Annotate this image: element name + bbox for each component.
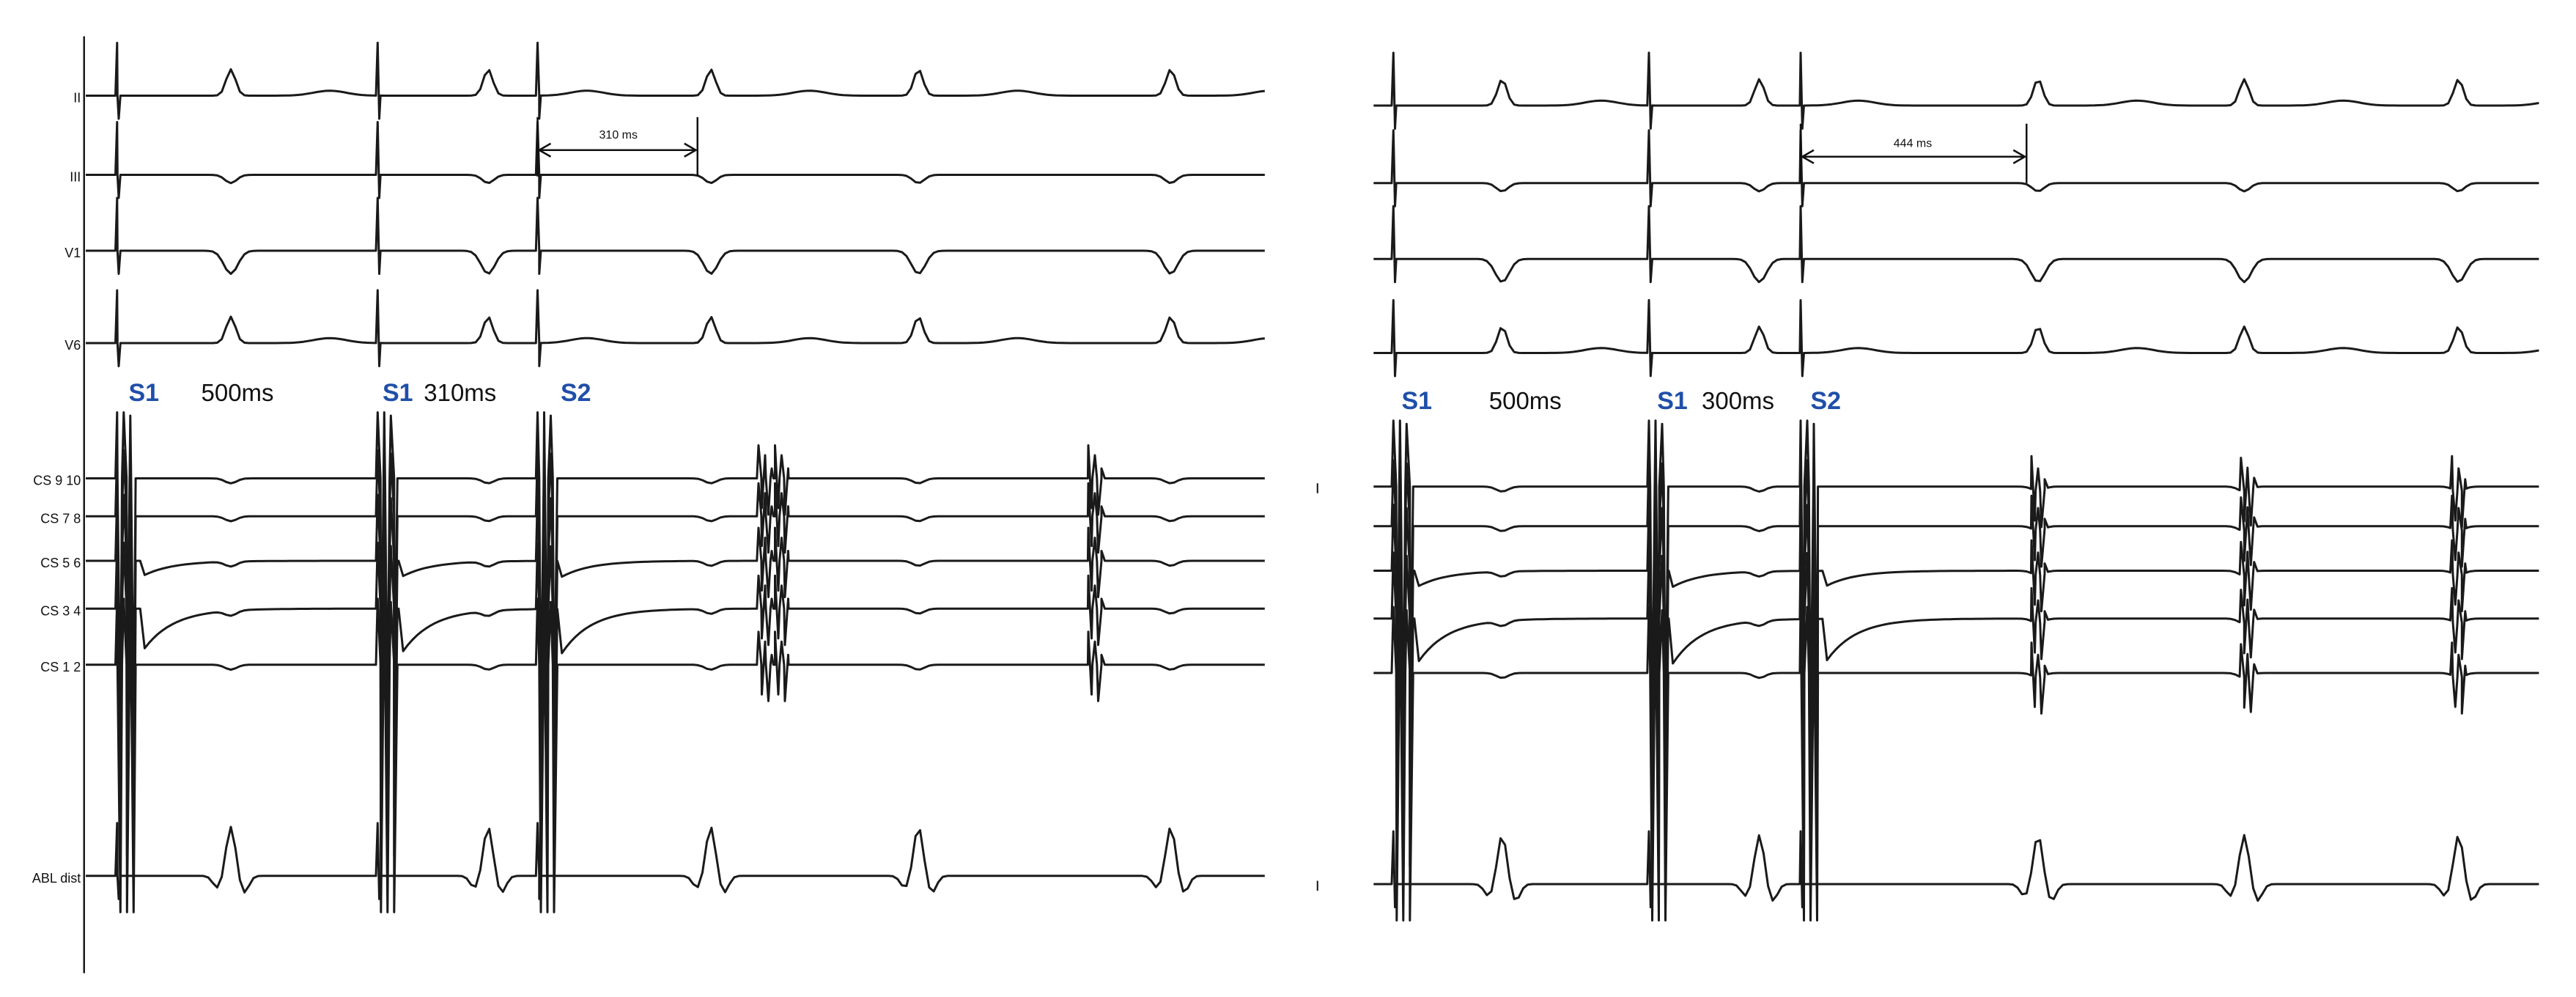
- lead-label-iii: III: [70, 170, 81, 185]
- trace-v1: [1373, 205, 2539, 284]
- trace-cs910: [1373, 419, 2539, 735]
- lead-label-v6: V6: [64, 338, 81, 353]
- stimulus-label-s1-2: S1: [1657, 387, 1688, 415]
- trace-cs-5-6: [86, 493, 1265, 810]
- trace-cs34: [1373, 551, 2539, 868]
- trace-iii: [1373, 129, 2539, 207]
- stimulus-label-s1-1: S1: [1402, 387, 1433, 415]
- coupling-interval-label: 310ms: [424, 379, 496, 406]
- stimulus-label-s1-2: S1: [383, 379, 413, 407]
- trace-cs-9-10: [86, 411, 1265, 727]
- caliper-right-arrow-icon: [2012, 149, 2027, 164]
- stimulus-label-s1-1: S1: [129, 379, 160, 407]
- lead-label-v1: V1: [64, 246, 81, 260]
- trace-cs-1-2: [86, 597, 1265, 913]
- interval-caliper: 310 ms: [536, 117, 698, 177]
- lead-label-cs-7-8: CS 7 8: [40, 511, 81, 526]
- right-panel: S1 500ms S1 300ms S2 444 ms: [1316, 51, 2539, 921]
- interval-caliper: 444 ms: [1799, 123, 2028, 183]
- coupling-interval-label: 300ms: [1702, 387, 1774, 414]
- caliper-measurement-label: 310 ms: [599, 129, 638, 141]
- trace-cs-7-8: [86, 449, 1265, 765]
- caliper-measurement-label: 444 ms: [1894, 137, 1932, 150]
- stimulus-label-s2-3: S2: [561, 379, 591, 407]
- trace-v6: [86, 289, 1265, 367]
- stimulus-label-s2-3: S2: [1811, 387, 1842, 415]
- lead-label-cs-5-6: CS 5 6: [40, 556, 81, 570]
- lead-label-abl-dist: ABL dist: [32, 871, 81, 886]
- trace-abl-dist: [86, 822, 1265, 900]
- trace-cs78: [1373, 459, 2539, 775]
- caliper-right-arrow-icon: [684, 142, 698, 158]
- coupling-interval-label: 500ms: [1489, 387, 1562, 414]
- caliper-left-arrow-icon: [1800, 149, 1815, 164]
- trace-ii: [86, 41, 1265, 120]
- lead-label-ii: II: [73, 91, 81, 106]
- trace-iii: [86, 121, 1265, 199]
- trace-v6: [1373, 298, 2539, 378]
- coupling-interval-label: 500ms: [202, 379, 274, 406]
- lead-label-cs-9-10: CS 9 10: [33, 474, 81, 488]
- lead-label-cs-1-2: CS 1 2: [40, 660, 81, 674]
- trace-cs56: [1373, 504, 2539, 820]
- trace-cs12: [1373, 606, 2539, 921]
- trace-cs-3-4: [86, 541, 1265, 858]
- trace-abl: [1373, 830, 2539, 908]
- caliper-left-arrow-icon: [537, 142, 552, 158]
- trace-ii: [1373, 51, 2539, 130]
- trace-v1: [86, 196, 1265, 275]
- lead-label-cs-3-4: CS 3 4: [40, 603, 81, 618]
